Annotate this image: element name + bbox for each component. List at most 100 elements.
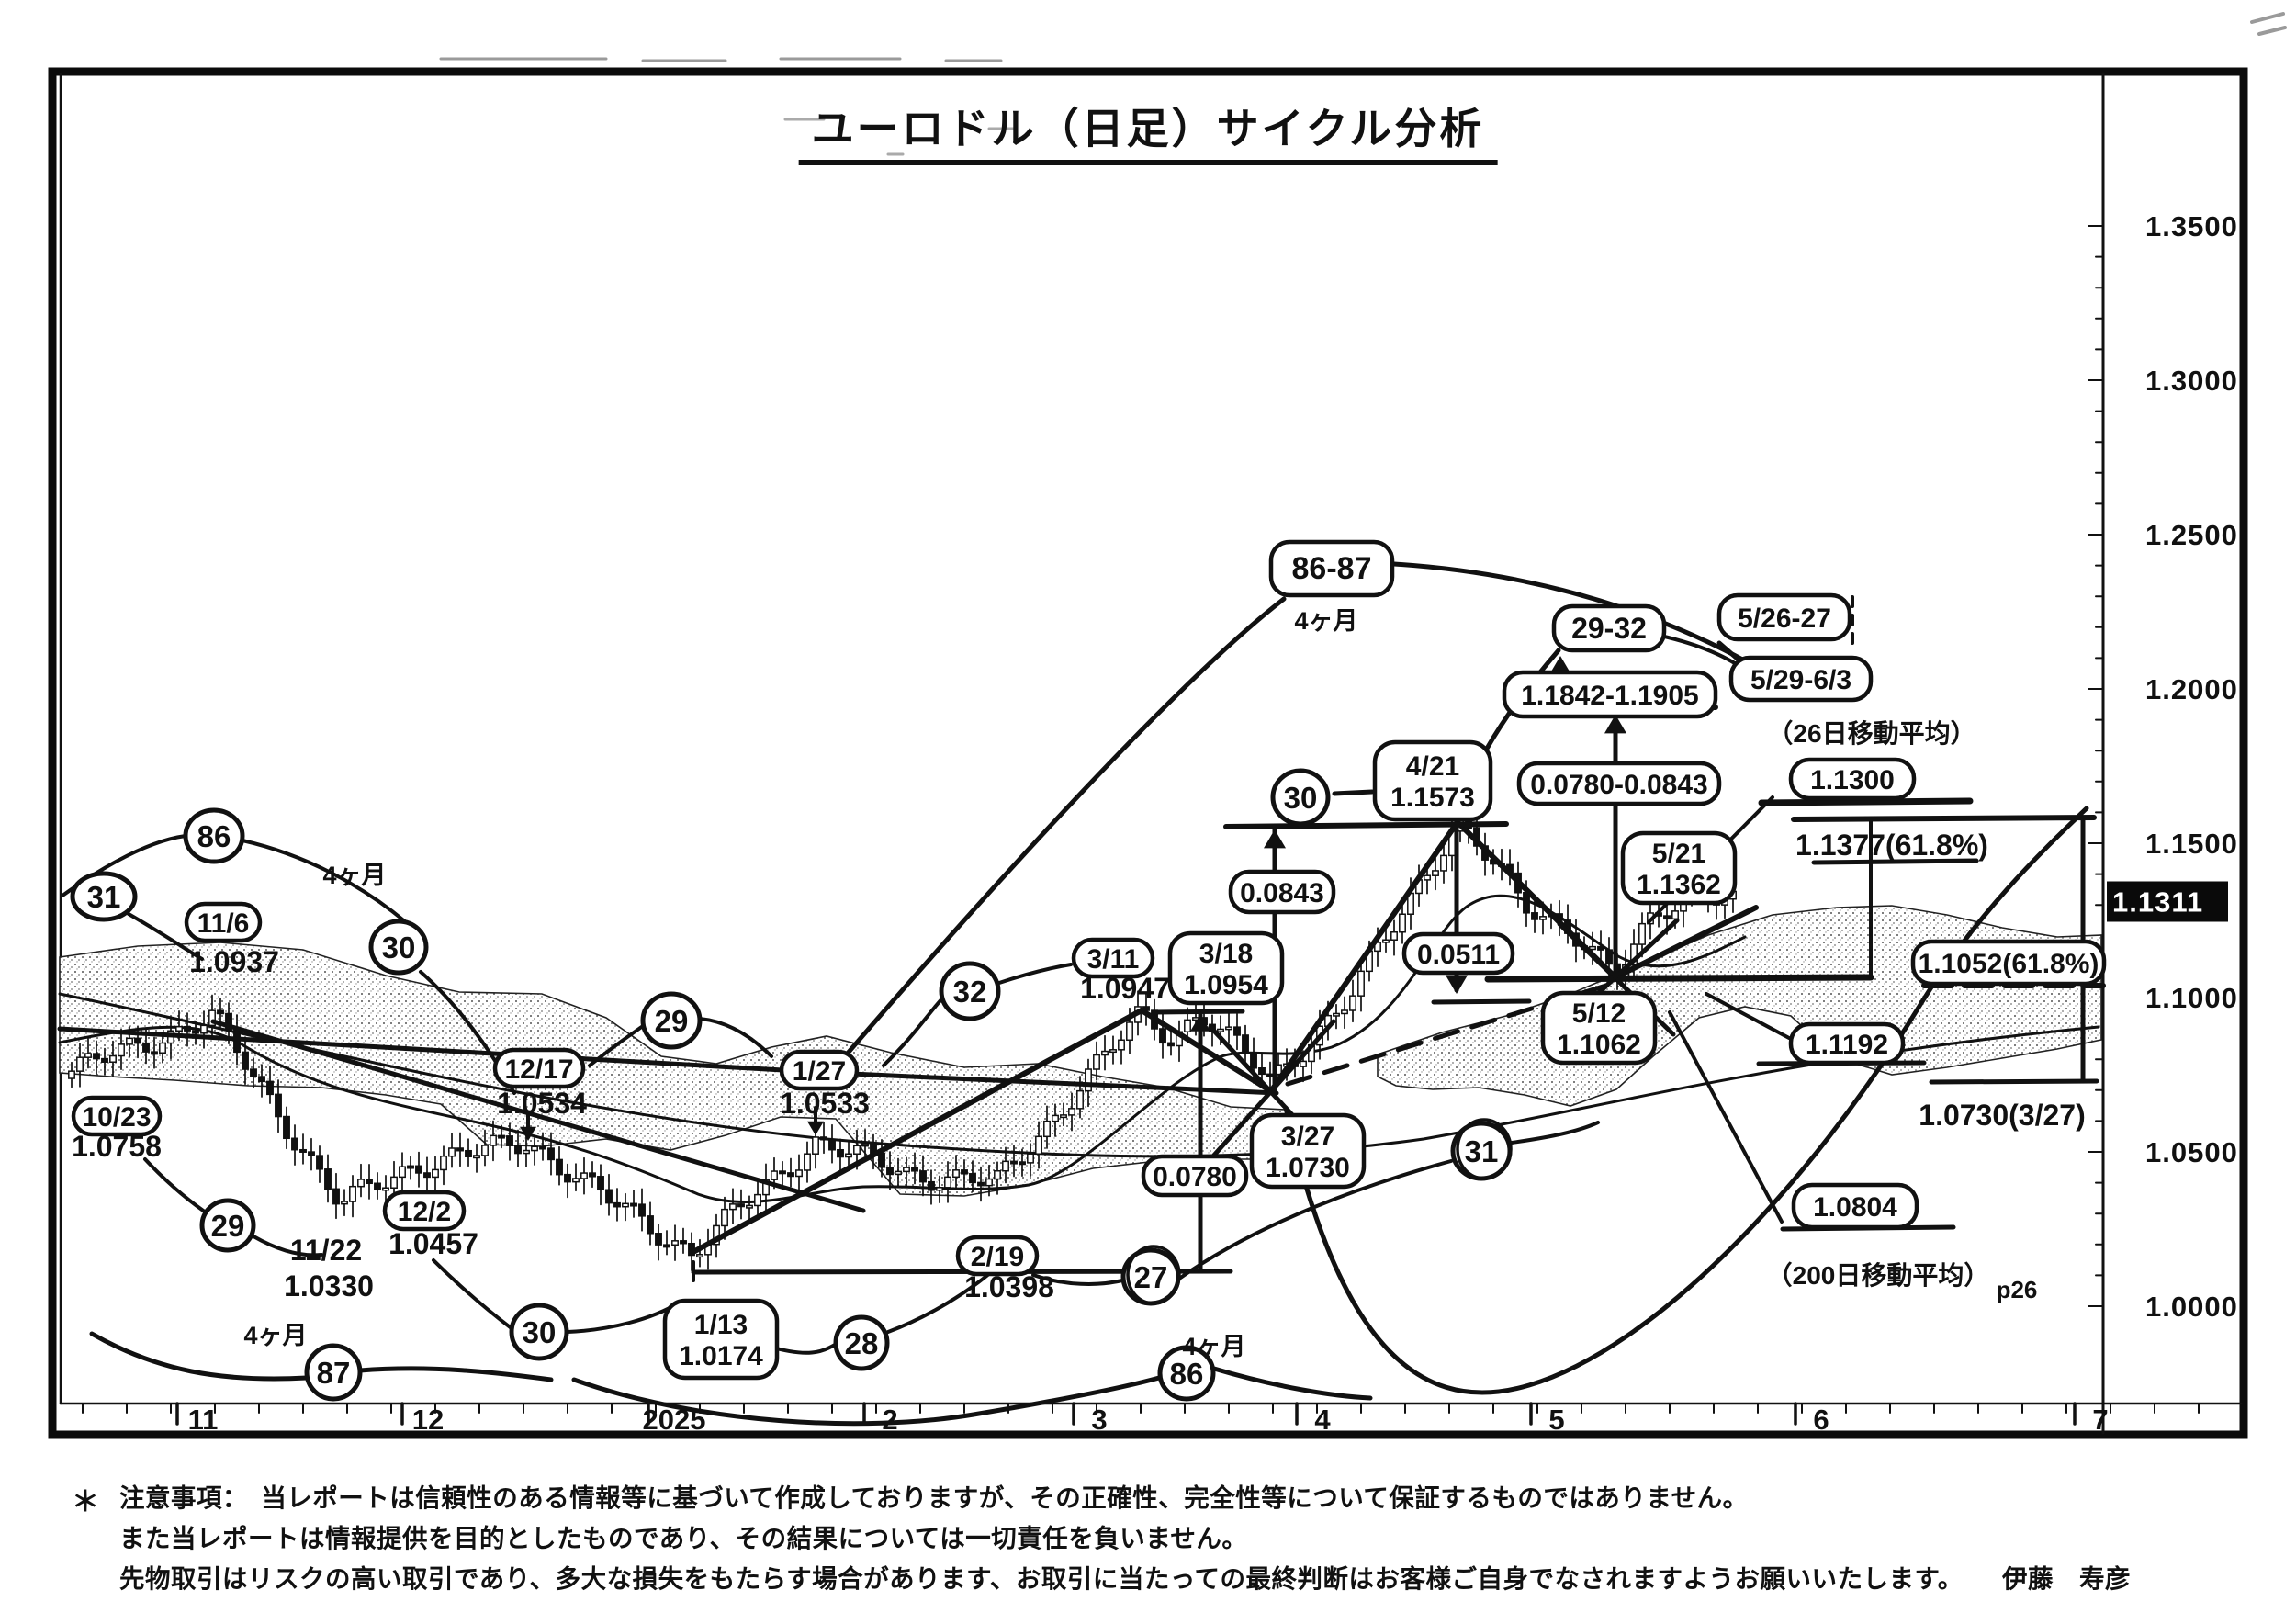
annotation-b-5-12: 5/121.1062 bbox=[1540, 990, 1658, 1066]
annotation-cycle-31-right: 31 bbox=[1450, 1118, 1513, 1181]
svg-text:1.3000: 1.3000 bbox=[2145, 365, 2238, 397]
annotation-cycle-86-left: 86 bbox=[183, 807, 245, 864]
annotations: 3186302987302932288627313086-8729-321.18… bbox=[70, 539, 2107, 1402]
svg-text:1.0947: 1.0947 bbox=[1080, 972, 1170, 1005]
annotation-cycle-86-bottom: 86 bbox=[1157, 1345, 1216, 1402]
annotation-t-1-0947: 1.0947 bbox=[1080, 972, 1170, 1005]
annotation-cycle-32-mid: 32 bbox=[939, 961, 1001, 1021]
annotation-t-1-0398: 1.0398 bbox=[964, 1270, 1054, 1303]
annotation-b-4-21: 4/211.1573 bbox=[1372, 739, 1493, 822]
annotation-b-1-0804: 1.0804 bbox=[1791, 1182, 1919, 1230]
svg-text:0.0780-0.0843: 0.0780-0.0843 bbox=[1530, 770, 1708, 800]
svg-text:1.1300: 1.1300 bbox=[1810, 765, 1895, 795]
svg-text:p26: p26 bbox=[1997, 1276, 2038, 1303]
annotation-b-1-13: 1/131.0174 bbox=[662, 1298, 780, 1381]
annotation-b-1-27: 1/27 bbox=[779, 1049, 860, 1091]
svg-text:1.0000: 1.0000 bbox=[2145, 1291, 2238, 1323]
disclaimer-line-3: 先物取引はリスクの高い取引であり、多大な損失をもたらす場合があります、お取引に当… bbox=[119, 1564, 2131, 1593]
svg-text:3: 3 bbox=[1091, 1404, 1107, 1436]
annotation-cycle-30-mid: 30 bbox=[509, 1303, 569, 1361]
svg-text:1.0398: 1.0398 bbox=[964, 1270, 1054, 1303]
annotation-t-1-0730-327: 1.0730(3/27) bbox=[1919, 1099, 2085, 1132]
y-axis: 1.35001.30001.25001.20001.15001.10001.05… bbox=[2088, 210, 2238, 1323]
svg-text:32: 32 bbox=[953, 975, 987, 1009]
svg-text:12: 12 bbox=[412, 1404, 444, 1436]
annotation-cycle-31-left: 31 bbox=[70, 871, 138, 922]
svg-text:1.1500: 1.1500 bbox=[2145, 828, 2238, 860]
moving-averages bbox=[58, 894, 2100, 1204]
svg-text:1.0457: 1.0457 bbox=[388, 1227, 478, 1260]
svg-text:1.0954: 1.0954 bbox=[1184, 970, 1268, 1000]
annotation-b-3-18: 3/181.0954 bbox=[1167, 930, 1285, 1006]
svg-text:27: 27 bbox=[1134, 1260, 1168, 1294]
annotation-b-2-19: 2/19 bbox=[955, 1235, 1040, 1277]
annotation-b-1-1300: 1.1300 bbox=[1788, 757, 1917, 801]
svg-text:30: 30 bbox=[523, 1315, 557, 1349]
svg-text:6: 6 bbox=[1813, 1404, 1829, 1436]
svg-text:30: 30 bbox=[382, 930, 416, 964]
svg-text:86: 86 bbox=[1170, 1357, 1204, 1391]
annotation-cycle-29-mid: 29 bbox=[640, 991, 703, 1050]
svg-text:31: 31 bbox=[87, 880, 121, 914]
svg-text:1.2500: 1.2500 bbox=[2145, 519, 2238, 551]
svg-text:3/11: 3/11 bbox=[1087, 944, 1140, 975]
svg-text:1.0730(3/27): 1.0730(3/27) bbox=[1919, 1099, 2085, 1132]
svg-text:1.0174: 1.0174 bbox=[679, 1341, 763, 1371]
svg-text:0.0843: 0.0843 bbox=[1240, 878, 1324, 908]
svg-text:86-87: 86-87 bbox=[1292, 551, 1372, 586]
svg-text:4/21: 4/21 bbox=[1406, 751, 1459, 782]
svg-text:1.1192: 1.1192 bbox=[1806, 1030, 1888, 1060]
annotation-b-5-21: 5/211.1362 bbox=[1620, 830, 1738, 906]
svg-text:1/27: 1/27 bbox=[793, 1056, 846, 1087]
svg-text:1.1842-1.1905: 1.1842-1.1905 bbox=[1521, 681, 1699, 711]
svg-text:5/12: 5/12 bbox=[1572, 998, 1626, 1029]
disclaimer-bullet: ＊ bbox=[72, 1487, 99, 1517]
annotation-b-5-29-6-3: 5/29-6/3 bbox=[1728, 655, 1874, 703]
chart-frame bbox=[48, 12, 2287, 1439]
annotation-b-0-0511: 0.0511 bbox=[1401, 931, 1515, 976]
annotation-b-1-1842: 1.1842-1.1905 bbox=[1502, 670, 1718, 719]
current-price-flag: 1.1311 bbox=[2107, 881, 2228, 922]
svg-text:（200日移動平均）: （200日移動平均） bbox=[1767, 1260, 1990, 1290]
svg-text:1.0330: 1.0330 bbox=[284, 1269, 374, 1303]
svg-text:1.0500: 1.0500 bbox=[2145, 1136, 2238, 1168]
annotation-cycle-30-left: 30 bbox=[368, 919, 429, 976]
svg-text:10/23: 10/23 bbox=[82, 1102, 151, 1133]
svg-text:29: 29 bbox=[655, 1004, 689, 1038]
svg-text:4: 4 bbox=[1314, 1404, 1331, 1436]
annotation-b-0-0780: 0.0780 bbox=[1141, 1154, 1249, 1198]
annotation-b-3-11: 3/11 bbox=[1071, 937, 1155, 979]
annotation-t-26ma: （26日移動平均） bbox=[1767, 718, 1975, 748]
disclaimer-line-1: 注意事項： 当レポートは信頼性のある情報等に基づいて作成しておりますが、その正確… bbox=[119, 1483, 1749, 1512]
svg-text:11/22: 11/22 bbox=[290, 1234, 362, 1267]
svg-text:1.0533: 1.0533 bbox=[780, 1087, 870, 1120]
annotation-b-29-32: 29-32 bbox=[1551, 603, 1667, 653]
svg-text:4ヶ月: 4ヶ月 bbox=[322, 862, 386, 889]
annotation-t-200ma: （200日移動平均） bbox=[1767, 1260, 1990, 1290]
svg-text:4ヶ月: 4ヶ月 bbox=[1294, 607, 1357, 635]
svg-text:1.1052(61.8%): 1.1052(61.8%) bbox=[1919, 949, 2099, 979]
svg-text:1.1377(61.8%): 1.1377(61.8%) bbox=[1795, 829, 1988, 862]
svg-text:（26日移動平均）: （26日移動平均） bbox=[1767, 718, 1975, 748]
annotation-t-p26: p26 bbox=[1997, 1276, 2038, 1303]
svg-text:30: 30 bbox=[1284, 781, 1318, 815]
annotation-b-0-0780-0843: 0.0780-0.0843 bbox=[1516, 761, 1722, 806]
page-title: ユーロドル（日足）サイクル分析 bbox=[798, 96, 1498, 165]
svg-text:12/2: 12/2 bbox=[398, 1197, 451, 1227]
svg-text:2: 2 bbox=[882, 1404, 897, 1436]
page-title-text: ユーロドル（日足）サイクル分析 bbox=[811, 105, 1485, 152]
svg-text:11: 11 bbox=[188, 1404, 219, 1436]
svg-text:1.0804: 1.0804 bbox=[1813, 1192, 1897, 1223]
annotation-t-1-0534: 1.0534 bbox=[497, 1087, 587, 1120]
annotation-t-4m-bottomleft: 4ヶ月 bbox=[243, 1322, 307, 1349]
svg-text:1/13: 1/13 bbox=[694, 1310, 748, 1340]
annotation-t-1-0533: 1.0533 bbox=[780, 1087, 870, 1120]
svg-text:0.0780: 0.0780 bbox=[1153, 1162, 1237, 1192]
svg-text:87: 87 bbox=[317, 1356, 351, 1390]
svg-text:1.0534: 1.0534 bbox=[497, 1087, 587, 1120]
annotation-cycle-29-left: 29 bbox=[199, 1198, 256, 1253]
svg-text:1.1362: 1.1362 bbox=[1637, 870, 1721, 900]
annotation-b-10-23: 10/23 bbox=[71, 1095, 163, 1137]
annotation-t-1-0330: 1.0330 bbox=[284, 1269, 374, 1303]
svg-text:5/29-6/3: 5/29-6/3 bbox=[1750, 665, 1851, 695]
